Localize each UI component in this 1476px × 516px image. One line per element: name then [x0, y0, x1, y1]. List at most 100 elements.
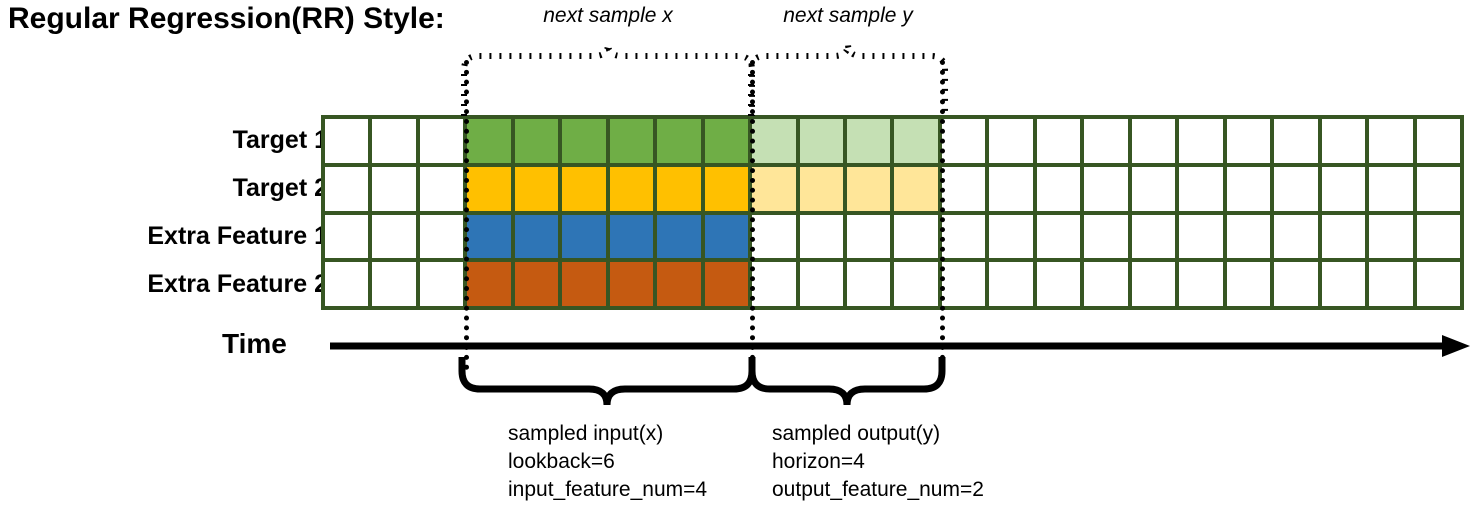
- row-label-target-1: Target 1: [232, 126, 328, 154]
- caption-next-sample-y: next sample y: [783, 4, 913, 27]
- grid-cell: [419, 262, 464, 306]
- timeline-grid: [321, 115, 1464, 310]
- grid-cell: [847, 119, 891, 163]
- dotted-guide-output-end: [940, 60, 945, 370]
- grid-cell: [799, 166, 844, 211]
- grid-cell: [752, 119, 796, 163]
- row-label-target-2: Target 2: [232, 174, 328, 202]
- grid-cell: [1321, 214, 1366, 259]
- grid-cell: [1369, 166, 1413, 211]
- caption-sampled-output-line-1: sampled output(y): [772, 422, 941, 445]
- caption-sampled-output-line-3: output_feature_num=2: [772, 478, 984, 501]
- grid-cell: [1179, 262, 1223, 306]
- grid-cell: [1416, 119, 1460, 163]
- grid-cell: [609, 119, 654, 163]
- grid-cell: [1274, 166, 1318, 211]
- grid-cell: [1226, 166, 1271, 211]
- grid-cell: [609, 262, 654, 306]
- caption-sampled-input-line-1: sampled input(x): [508, 422, 664, 445]
- grid-cell: [419, 166, 464, 211]
- grid-cell: [1226, 214, 1271, 259]
- brace-sampled-output: [748, 357, 946, 406]
- grid-cell: [657, 262, 701, 306]
- grid-cell: [704, 166, 749, 211]
- grid-cell: [467, 214, 511, 259]
- grid-cell: [1416, 166, 1460, 211]
- grid-cell: [704, 119, 749, 163]
- grid-cell: [752, 262, 796, 306]
- grid-cell: [1369, 214, 1413, 259]
- grid-cell: [1369, 119, 1413, 163]
- grid-cell: [1369, 262, 1413, 306]
- grid-cell: [989, 119, 1033, 163]
- caption-sampled-input-line-3: input_feature_num=4: [508, 478, 708, 501]
- grid-cell: [372, 166, 416, 211]
- grid-cell: [419, 214, 464, 259]
- grid-cell: [704, 214, 749, 259]
- dotted-brace-next-sample-x: [461, 43, 755, 116]
- grid-cell: [1036, 262, 1081, 306]
- grid-cell: [1416, 214, 1460, 259]
- grid-cell: [1179, 119, 1223, 163]
- caption-next-sample-x: next sample x: [543, 4, 673, 27]
- grid-cell: [1321, 166, 1366, 211]
- grid-cell: [799, 214, 844, 259]
- grid-cell: [1321, 262, 1366, 306]
- time-axis-arrow: [330, 335, 1470, 357]
- grid-cell: [894, 166, 938, 211]
- grid-cell: [1416, 262, 1460, 306]
- grid-cell: [752, 214, 796, 259]
- grid-cell: [894, 119, 938, 163]
- grid-cell: [1179, 214, 1223, 259]
- grid-cell: [372, 119, 416, 163]
- row-label-extra-feature-2: Extra Feature 2: [147, 270, 328, 298]
- grid-cell: [325, 262, 369, 306]
- dotted-brace-next-sample-y: [748, 43, 948, 116]
- grid-cell: [799, 262, 844, 306]
- grid-cell: [1084, 119, 1128, 163]
- caption-sampled-output: sampled output(y) horizon=4 output_featu…: [772, 420, 984, 504]
- grid-cell: [752, 166, 796, 211]
- grid-cell: [325, 119, 369, 163]
- grid-cell: [1036, 119, 1081, 163]
- caption-sampled-output-line-2: horizon=4: [772, 450, 865, 473]
- grid-cell: [989, 214, 1033, 259]
- grid-cell: [1274, 262, 1318, 306]
- grid-cell: [1179, 166, 1223, 211]
- grid-cell: [1131, 166, 1176, 211]
- grid-cell: [1274, 214, 1318, 259]
- dotted-guide-input-end: [750, 60, 755, 370]
- grid-cell: [1321, 119, 1366, 163]
- grid-cell: [657, 214, 701, 259]
- grid-cell: [657, 166, 701, 211]
- grid-cell: [609, 214, 654, 259]
- grid-cell: [514, 214, 559, 259]
- grid-cell: [372, 214, 416, 259]
- caption-sampled-input: sampled input(x) lookback=6 input_featur…: [508, 420, 707, 504]
- grid-cell: [419, 119, 464, 163]
- grid-cell: [514, 166, 559, 211]
- grid-cell: [1226, 262, 1271, 306]
- grid-cell: [467, 166, 511, 211]
- brace-sampled-input: [458, 357, 756, 406]
- grid-cell: [467, 262, 511, 306]
- grid-cell: [372, 262, 416, 306]
- grid-cell: [1084, 214, 1128, 259]
- grid-cell: [989, 262, 1033, 306]
- grid-cell: [562, 262, 606, 306]
- grid-cell: [325, 214, 369, 259]
- dotted-guide-input-start: [464, 60, 469, 370]
- grid-cell: [847, 262, 891, 306]
- grid-cell: [1131, 119, 1176, 163]
- grid-cell: [467, 119, 511, 163]
- grid-cell: [847, 166, 891, 211]
- grid-cell: [657, 119, 701, 163]
- grid-cell: [1084, 166, 1128, 211]
- grid-cell: [1131, 262, 1176, 306]
- grid-cell: [1131, 214, 1176, 259]
- grid-cell: [514, 262, 559, 306]
- grid-cell: [562, 166, 606, 211]
- grid-cell: [989, 166, 1033, 211]
- grid-cell: [941, 262, 986, 306]
